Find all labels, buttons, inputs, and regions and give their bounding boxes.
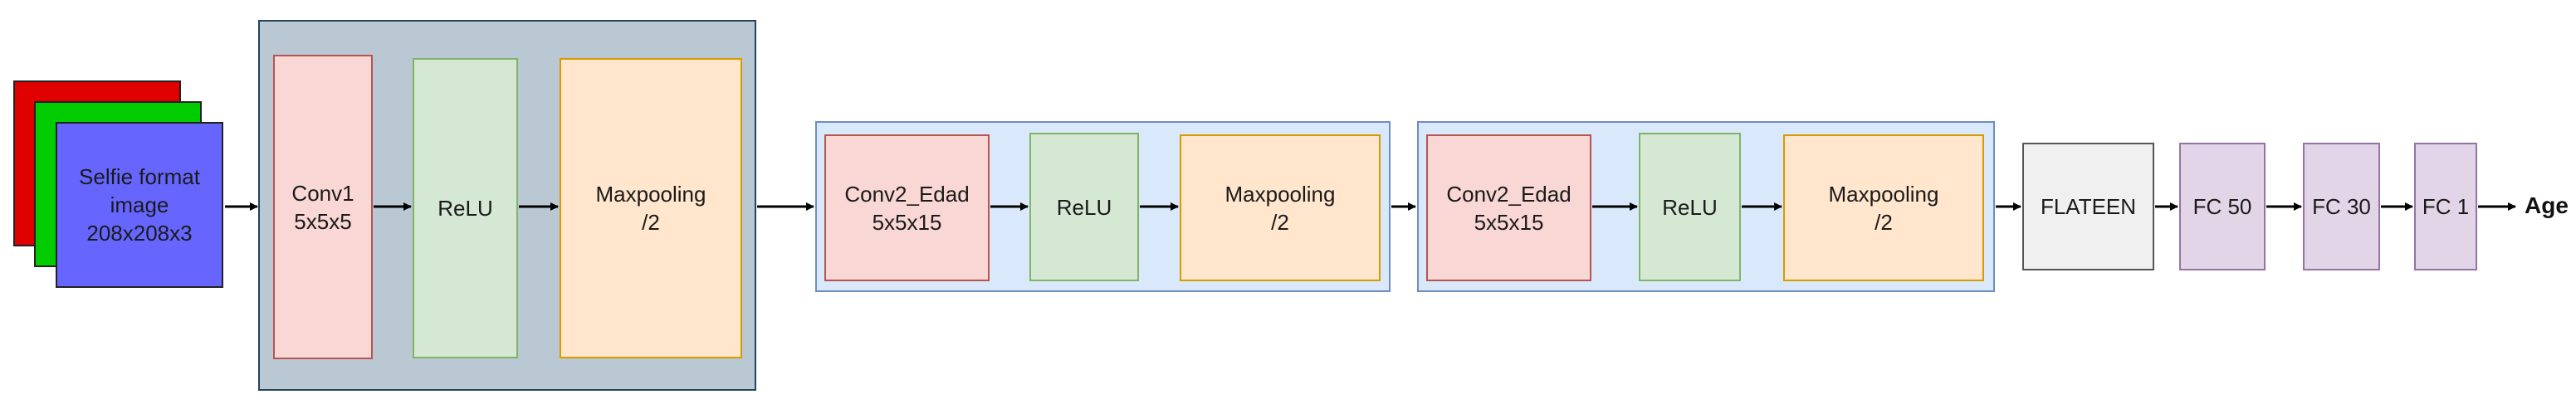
maxpool2-layer: Maxpooling /2 — [1180, 134, 1381, 281]
fc50-label: FC 50 — [2192, 194, 2252, 219]
relu1-layer: ReLU — [413, 58, 518, 358]
flatten-layer: FLATEEN — [2022, 143, 2154, 270]
relu1-label: ReLU — [437, 196, 493, 221]
conv3-layer: Conv2_Edad 5x5x15 — [1426, 134, 1591, 281]
maxpool1-label: Maxpooling /2 — [595, 182, 706, 235]
relu3-label: ReLU — [1662, 194, 1718, 220]
fc1-label: FC 1 — [2422, 194, 2470, 219]
relu2-layer: ReLU — [1029, 133, 1139, 281]
conv2-label: Conv2_Edad 5x5x15 — [844, 181, 970, 235]
conv1-label: Conv1 5x5x5 — [291, 180, 354, 234]
conv3-label: Conv2_Edad 5x5x15 — [1446, 181, 1572, 235]
conv2-layer: Conv2_Edad 5x5x15 — [824, 134, 990, 281]
input-image: Selfie format image 208x208x3 — [56, 122, 223, 288]
flatten-label: FLATEEN — [2040, 194, 2137, 219]
relu3-layer: ReLU — [1639, 133, 1741, 281]
fc50-layer: FC 50 — [2179, 143, 2266, 270]
output-age-label: Age — [2525, 192, 2569, 218]
conv1-layer: Conv1 5x5x5 — [273, 55, 373, 359]
fc30-label: FC 30 — [2312, 194, 2371, 219]
maxpool1-layer: Maxpooling /2 — [560, 58, 742, 358]
input-image-label: Selfie format image 208x208x3 — [79, 164, 200, 246]
maxpool2-label: Maxpooling /2 — [1224, 181, 1336, 235]
fc30-layer: FC 30 — [2303, 143, 2380, 270]
maxpool3-label: Maxpooling /2 — [1828, 181, 1939, 235]
maxpool3-layer: Maxpooling /2 — [1783, 134, 1984, 281]
relu2-label: ReLU — [1056, 194, 1112, 220]
fc1-layer: FC 1 — [2414, 143, 2477, 270]
